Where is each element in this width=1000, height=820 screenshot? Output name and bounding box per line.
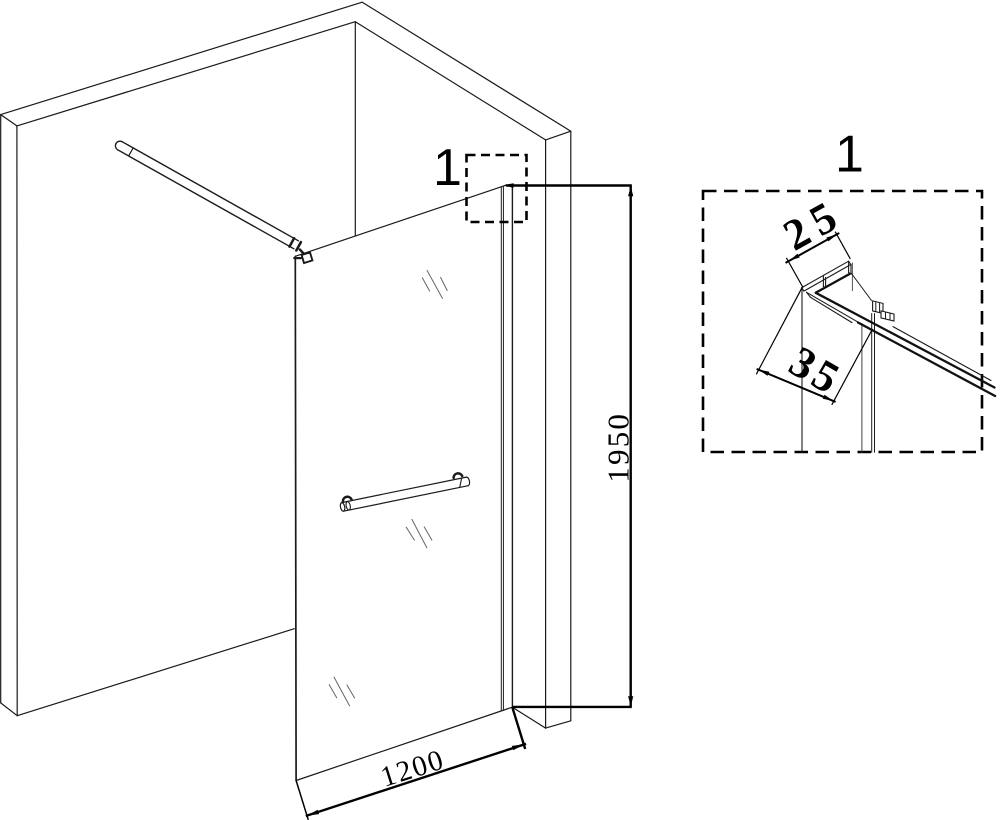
svg-text:1: 1 [835, 126, 864, 184]
svg-text:1950: 1950 [601, 412, 636, 483]
svg-text:1: 1 [433, 139, 462, 197]
